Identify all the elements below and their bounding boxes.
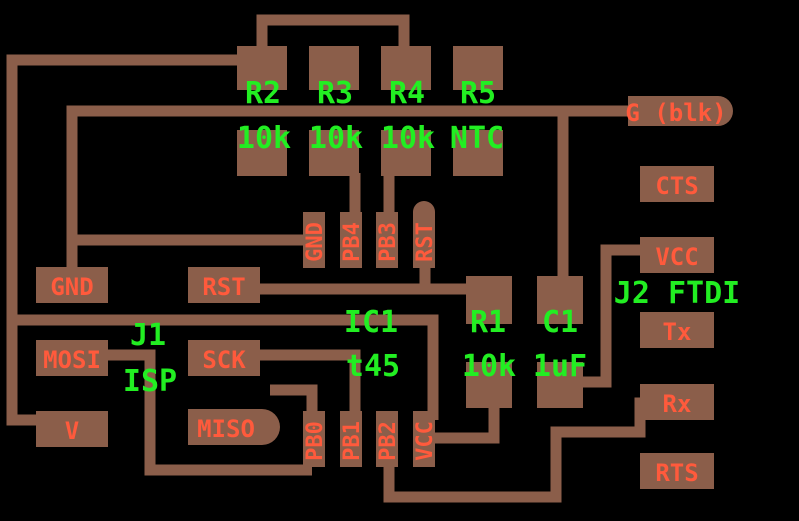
label-r4: R4	[389, 76, 425, 111]
value-r2: 10k	[237, 121, 291, 156]
label-r3: R3	[317, 76, 353, 111]
pad-vcc	[640, 237, 714, 273]
trace-vcc-line	[12, 314, 439, 420]
pad-label-rst: RST	[202, 273, 245, 301]
label-j2: J2 FTDI	[614, 276, 740, 311]
pad-label-tx: Tx	[663, 318, 692, 346]
pad-label-vcc: VCC	[655, 243, 698, 271]
trace-miso	[270, 384, 318, 420]
component-labels: R2 R3 R4 R5 10k 10k 10k NTC IC1 t45 R1 1…	[123, 76, 740, 399]
pad-tx	[640, 312, 714, 348]
ic-pin-rst: RST	[413, 222, 438, 262]
label-r1: R1	[470, 305, 506, 340]
pad-label-rts: RTS	[655, 459, 698, 487]
pad-ic-vcc	[413, 411, 435, 467]
ic-pin-gnd: GND	[303, 222, 328, 262]
pad-r3-bot	[309, 130, 359, 176]
label-j1: J1	[130, 318, 166, 353]
pad-ic-pb3	[376, 212, 398, 268]
ic-pin-pb1: PB1	[340, 421, 365, 461]
pad-gnd	[36, 267, 108, 303]
pad-label-gnd: GND	[50, 273, 93, 301]
pad-label-rx: Rx	[663, 390, 692, 418]
pad-c1-bot	[537, 362, 583, 408]
pad-r5-top	[453, 46, 503, 90]
copper-pads	[36, 46, 733, 489]
ic-pin-labels: GND PB4 PB3 RST PB0 PB1 PB2 VCC	[303, 222, 438, 461]
pad-r1-bot	[466, 362, 512, 408]
pad-cts	[640, 166, 714, 202]
trace-gnd-bus	[66, 105, 635, 268]
ic-pin-vcc: VCC	[413, 421, 438, 461]
pad-label-v: V	[65, 417, 79, 445]
value-r5: NTC	[450, 121, 504, 156]
pad-r5-bot	[453, 130, 503, 176]
ic-pin-pb2: PB2	[376, 421, 401, 461]
ic-pin-pb4: PB4	[340, 222, 365, 262]
value-c1: 1uF	[533, 349, 587, 384]
trace-r2-r4-top	[256, 14, 410, 48]
trace-mosi	[103, 349, 312, 476]
label-r5: R5	[460, 76, 496, 111]
trace-c1-ftdi-vcc	[578, 244, 645, 388]
pad-rst	[188, 267, 260, 303]
pad-mosi	[36, 340, 108, 376]
pad-c1-top	[537, 276, 583, 324]
label-r2: R2	[245, 76, 281, 111]
pad-r3-top	[309, 46, 359, 90]
pad-miso	[188, 409, 280, 445]
value-r4: 10k	[381, 121, 435, 156]
pad-ic-gnd	[303, 212, 325, 268]
pad-r4-top	[381, 46, 431, 90]
pad-label-mosi: MOSI	[43, 346, 101, 374]
pad-r2-bot	[237, 130, 287, 176]
pad-r2-top	[237, 46, 287, 90]
pad-ic-pb2	[376, 411, 398, 467]
value-r3: 10k	[309, 121, 363, 156]
pad-label-sck: SCK	[202, 346, 246, 374]
pad-r1-top	[466, 276, 512, 324]
value-ic1: t45	[346, 349, 400, 384]
pad-sck	[188, 340, 260, 376]
label-ic1: IC1	[344, 305, 398, 340]
value-j1: ISP	[123, 364, 177, 399]
pad-v	[36, 411, 108, 447]
pad-label-miso: MISO	[197, 415, 255, 443]
pad-r4-bot	[381, 130, 431, 176]
ic-pin-pb0: PB0	[303, 421, 328, 461]
trace-left-v	[6, 54, 262, 426]
trace-vcc-r1	[433, 395, 500, 444]
pad-ic-rst	[413, 201, 435, 268]
value-r1: 10k	[462, 349, 516, 384]
pad-label-cts: CTS	[655, 172, 698, 200]
pad-rts	[640, 453, 714, 489]
pad-ic-pb0	[303, 411, 325, 467]
trace-sck	[260, 349, 361, 420]
pad-ic-pb1	[340, 411, 362, 467]
pad-rx	[640, 384, 714, 420]
pad-label-g-blk: G (blk)	[625, 99, 726, 127]
pad-g-blk	[628, 96, 733, 126]
ic-pin-pb3: PB3	[376, 222, 401, 262]
pad-ic-pb4	[340, 212, 362, 268]
pad-labels: G (blk) CTS VCC Tx Rx RTS GND RST MOSI S…	[43, 99, 726, 487]
label-c1: C1	[542, 305, 578, 340]
